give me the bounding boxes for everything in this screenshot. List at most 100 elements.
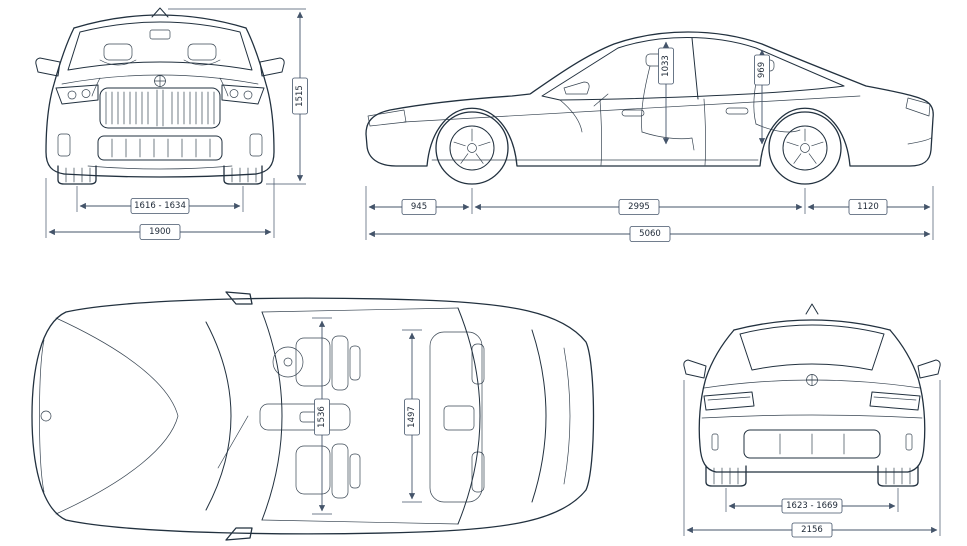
grille-slats-left	[105, 91, 149, 125]
side-mirror-left	[35, 57, 61, 77]
mirror-bottom	[225, 527, 253, 541]
dim-label: 1497	[407, 406, 417, 428]
dim-overall-width: 1900	[45, 178, 275, 240]
spokes	[786, 128, 824, 164]
lower-intake-slats	[111, 138, 211, 158]
lower-intake	[97, 135, 223, 161]
dim-extension	[402, 329, 422, 503]
side-intake-right	[249, 133, 263, 157]
dim-rear-track: 1623 - 1669	[725, 488, 899, 514]
dim-rear-overhang: 1120	[807, 199, 931, 215]
dim-label: 1120	[857, 202, 879, 212]
headrest-right	[187, 43, 217, 61]
side-mirror	[563, 81, 590, 95]
hood-crease-right	[219, 77, 229, 97]
dashboard-line	[559, 99, 583, 133]
headlight-right-lamp-outer	[243, 90, 253, 100]
dim-overall-height: 1515	[168, 8, 308, 185]
front-seat-back	[641, 65, 651, 133]
seat-shoulder-right	[183, 59, 221, 66]
taillight-right	[869, 391, 921, 411]
taillight-side	[905, 97, 931, 117]
rear-seat-cushion	[755, 123, 801, 133]
rim	[449, 125, 495, 171]
antenna-fin-icon	[805, 303, 819, 315]
nose-crease	[39, 339, 45, 493]
side-mirror-right	[259, 57, 285, 77]
roof-rear-arc	[457, 307, 481, 525]
interior-top	[259, 331, 485, 503]
dim-label: 2995	[628, 202, 650, 212]
dim-label-box	[401, 199, 437, 215]
rear-wheel	[768, 111, 842, 185]
front-bumper-bottom	[63, 173, 257, 178]
rear-diffuser	[743, 429, 881, 459]
dim-label-box	[130, 198, 190, 214]
dim-label-box	[292, 77, 308, 115]
dim-length-group: 945 2995 1120 5060	[365, 186, 934, 242]
side-glass	[541, 37, 845, 101]
dim-overall-length: 5060	[368, 226, 931, 242]
passenger-seat-back	[331, 443, 349, 499]
dim-front-track: 1616 - 1634	[76, 186, 244, 214]
steering-wheel	[593, 93, 609, 107]
taillight-right-inner	[873, 396, 917, 401]
dim-front-interior-height: 1033	[658, 41, 674, 145]
dim-front-interior-width: 1536	[312, 317, 332, 515]
dim-label: 1515	[295, 85, 305, 107]
dim-extension	[168, 8, 306, 185]
front-wheel	[435, 111, 509, 185]
roof-front-arc	[261, 311, 283, 521]
dim-label: 1900	[149, 227, 171, 237]
taillight-left-inner	[707, 396, 751, 401]
rear-door-cut	[703, 98, 707, 166]
rear-tire-left	[705, 465, 747, 487]
dim-label-box	[629, 226, 671, 242]
dim-label-box	[404, 398, 420, 436]
tire	[435, 111, 509, 185]
rear-armrest	[443, 405, 475, 431]
rear-window	[739, 324, 885, 371]
b-pillar	[691, 37, 699, 100]
brand-roundel-icon	[40, 410, 52, 422]
roof-edge-top	[261, 307, 459, 313]
dim-wheelbase: 2995	[474, 199, 803, 215]
door-handle-front	[621, 109, 645, 117]
taillight-left	[703, 391, 755, 411]
reflector-right	[905, 433, 913, 451]
rear-body-side-right	[889, 329, 926, 473]
dim-label: 1623 - 1669	[786, 501, 838, 511]
side-view: 1033 969 945 2995	[365, 31, 934, 242]
grille-slats-right	[171, 91, 215, 125]
headlight-right-lamp-inner	[229, 89, 239, 98]
dim-label: 945	[411, 202, 427, 212]
rear-tire-right	[877, 465, 919, 487]
bumper-crease	[701, 414, 923, 419]
hood-line	[61, 74, 259, 85]
windshield	[67, 21, 253, 71]
dim-label: 1616 - 1634	[134, 201, 186, 211]
kidney-grille	[99, 87, 221, 129]
dim-extension	[683, 380, 941, 536]
front-tire-left-tread	[65, 167, 91, 183]
tire	[768, 111, 842, 185]
dim-extension	[725, 488, 899, 512]
top-body-outline	[31, 297, 595, 535]
side-headlight	[367, 109, 407, 127]
headlight-right	[221, 84, 265, 105]
steering-hub	[283, 357, 293, 367]
driver-seat-back	[331, 335, 349, 391]
top-view: 1536 1497	[31, 291, 595, 541]
dim-label-box	[314, 398, 330, 436]
dim-extension	[312, 317, 332, 515]
door-handle-rear	[725, 107, 749, 115]
driver-headrest	[349, 345, 361, 381]
headlight-left	[55, 84, 99, 105]
grille-divider	[156, 89, 164, 127]
dim-label-box	[781, 498, 843, 514]
dim-label: 5060	[639, 229, 661, 239]
front-view: 1515 1616 - 1634 1900	[35, 7, 308, 240]
headlight-left-lamp-inner	[81, 89, 91, 98]
dim-label-box	[848, 199, 888, 215]
brand-roundel-cross	[154, 75, 166, 87]
